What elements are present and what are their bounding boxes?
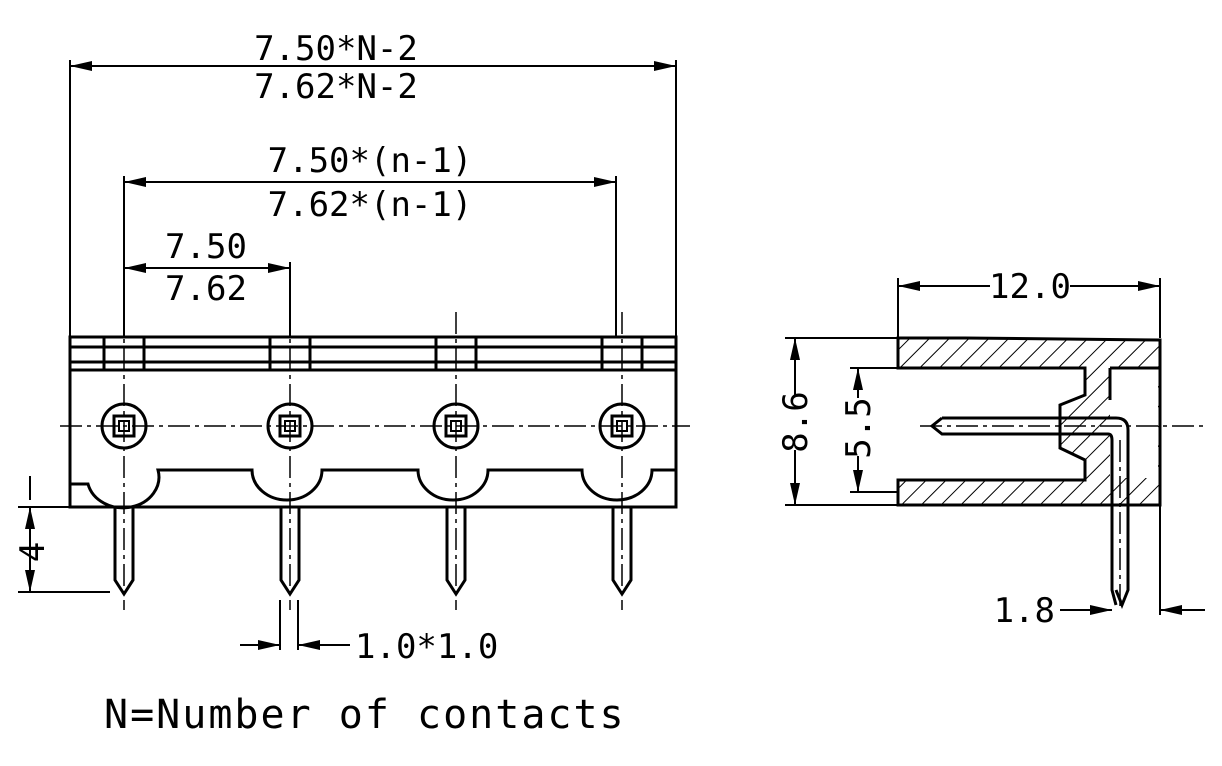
overall-length-label-b: 7.62*N-2	[254, 67, 418, 107]
height-label: 8.6	[776, 391, 816, 452]
overall-length-label-a: 7.50*N-2	[254, 29, 418, 69]
pin-section-label: 1.0*1.0	[355, 627, 498, 667]
inner-height-label: 5.5	[839, 397, 879, 458]
pin-group	[100, 312, 646, 610]
pitch-label-b: 7.62	[165, 269, 247, 309]
pitch-label-a: 7.50	[165, 227, 247, 267]
side-view	[896, 336, 1205, 610]
pin-length-label: 4	[13, 542, 53, 562]
front-view	[60, 312, 690, 610]
scalloped-edge	[70, 468, 676, 510]
span-label-a: 7.50*(n-1)	[268, 141, 473, 181]
side-dimensions: 12.0 8.6 5.5 1.8	[776, 267, 1205, 631]
contacts-note: N=Number of contacts	[104, 692, 626, 738]
side-pin	[942, 416, 1130, 610]
depth-label: 12.0	[989, 267, 1071, 307]
connector-body	[68, 335, 678, 509]
pin-offset-label: 1.8	[994, 591, 1055, 631]
front-dimensions: 7.50*N-2 7.62*N-2 7.50*(n-1) 7.62*(n-1) …	[13, 29, 677, 667]
span-label-b: 7.62*(n-1)	[268, 185, 473, 225]
